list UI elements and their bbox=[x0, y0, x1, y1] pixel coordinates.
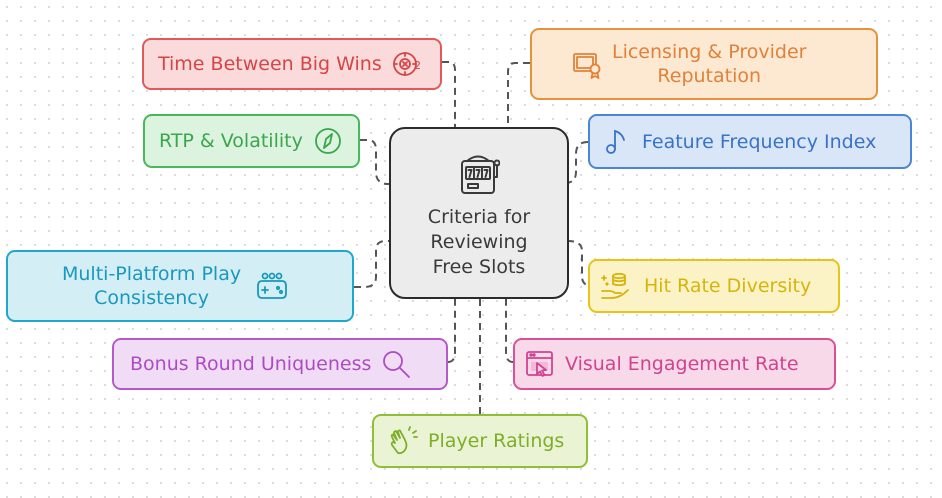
magnifier-icon bbox=[381, 349, 411, 379]
coins-hand-icon bbox=[600, 271, 630, 301]
central-topic: Criteria for Reviewing Free Slots bbox=[389, 127, 569, 299]
cursor-window-icon bbox=[525, 349, 555, 379]
node-label: Multi-Platform Play Consistency bbox=[62, 263, 242, 309]
connector-licensing bbox=[507, 62, 530, 127]
node-label: RTP & Volatility bbox=[159, 130, 303, 152]
node-label: Player Ratings bbox=[428, 430, 565, 452]
node-rtp-volatility: RTP & Volatility bbox=[143, 114, 360, 168]
node-bonus-round-uniqueness: Bonus Round Uniqueness bbox=[112, 338, 448, 390]
certificate-icon bbox=[572, 49, 602, 79]
node-visual-engagement-rate: Visual Engagement Rate bbox=[513, 338, 836, 390]
node-multi-platform-play-consistency: Multi-Platform Play Consistency bbox=[6, 250, 354, 322]
node-time-between-big-wins: Time Between Big Wins 2 bbox=[142, 38, 442, 90]
node-label: Licensing & Provider Reputation bbox=[612, 41, 807, 87]
connector-multi-platform bbox=[354, 240, 403, 288]
roulette-icon: 2 bbox=[392, 49, 422, 79]
connector-time-between-big-wins bbox=[442, 61, 456, 127]
node-label: Feature Frequency Index bbox=[642, 130, 877, 153]
node-licensing-provider-reputation: Licensing & Provider Reputation bbox=[530, 28, 878, 100]
svg-text:2: 2 bbox=[414, 59, 421, 72]
connector-hit-rate bbox=[555, 240, 596, 287]
connector-visual-engagement bbox=[505, 299, 514, 363]
node-feature-frequency-index: Feature Frequency Index bbox=[588, 114, 912, 169]
music-note-icon bbox=[602, 127, 632, 157]
connector-feature-frequency bbox=[555, 141, 589, 184]
node-hit-rate-diversity: Hit Rate Diversity bbox=[588, 259, 840, 313]
connector-bonus-round bbox=[447, 299, 456, 363]
compass-icon bbox=[313, 126, 343, 156]
node-label: Time Between Big Wins bbox=[158, 53, 382, 75]
gamepad-icon bbox=[257, 271, 287, 301]
node-label: Hit Rate Diversity bbox=[644, 275, 812, 297]
node-label: Visual Engagement Rate bbox=[565, 353, 799, 375]
clapping-hands-icon bbox=[388, 426, 418, 456]
central-topic-label: Criteria for Reviewing Free Slots bbox=[427, 206, 531, 278]
node-player-ratings: Player Ratings bbox=[372, 414, 588, 468]
slot-machine-icon bbox=[458, 151, 501, 195]
node-label: Bonus Round Uniqueness bbox=[130, 353, 372, 375]
